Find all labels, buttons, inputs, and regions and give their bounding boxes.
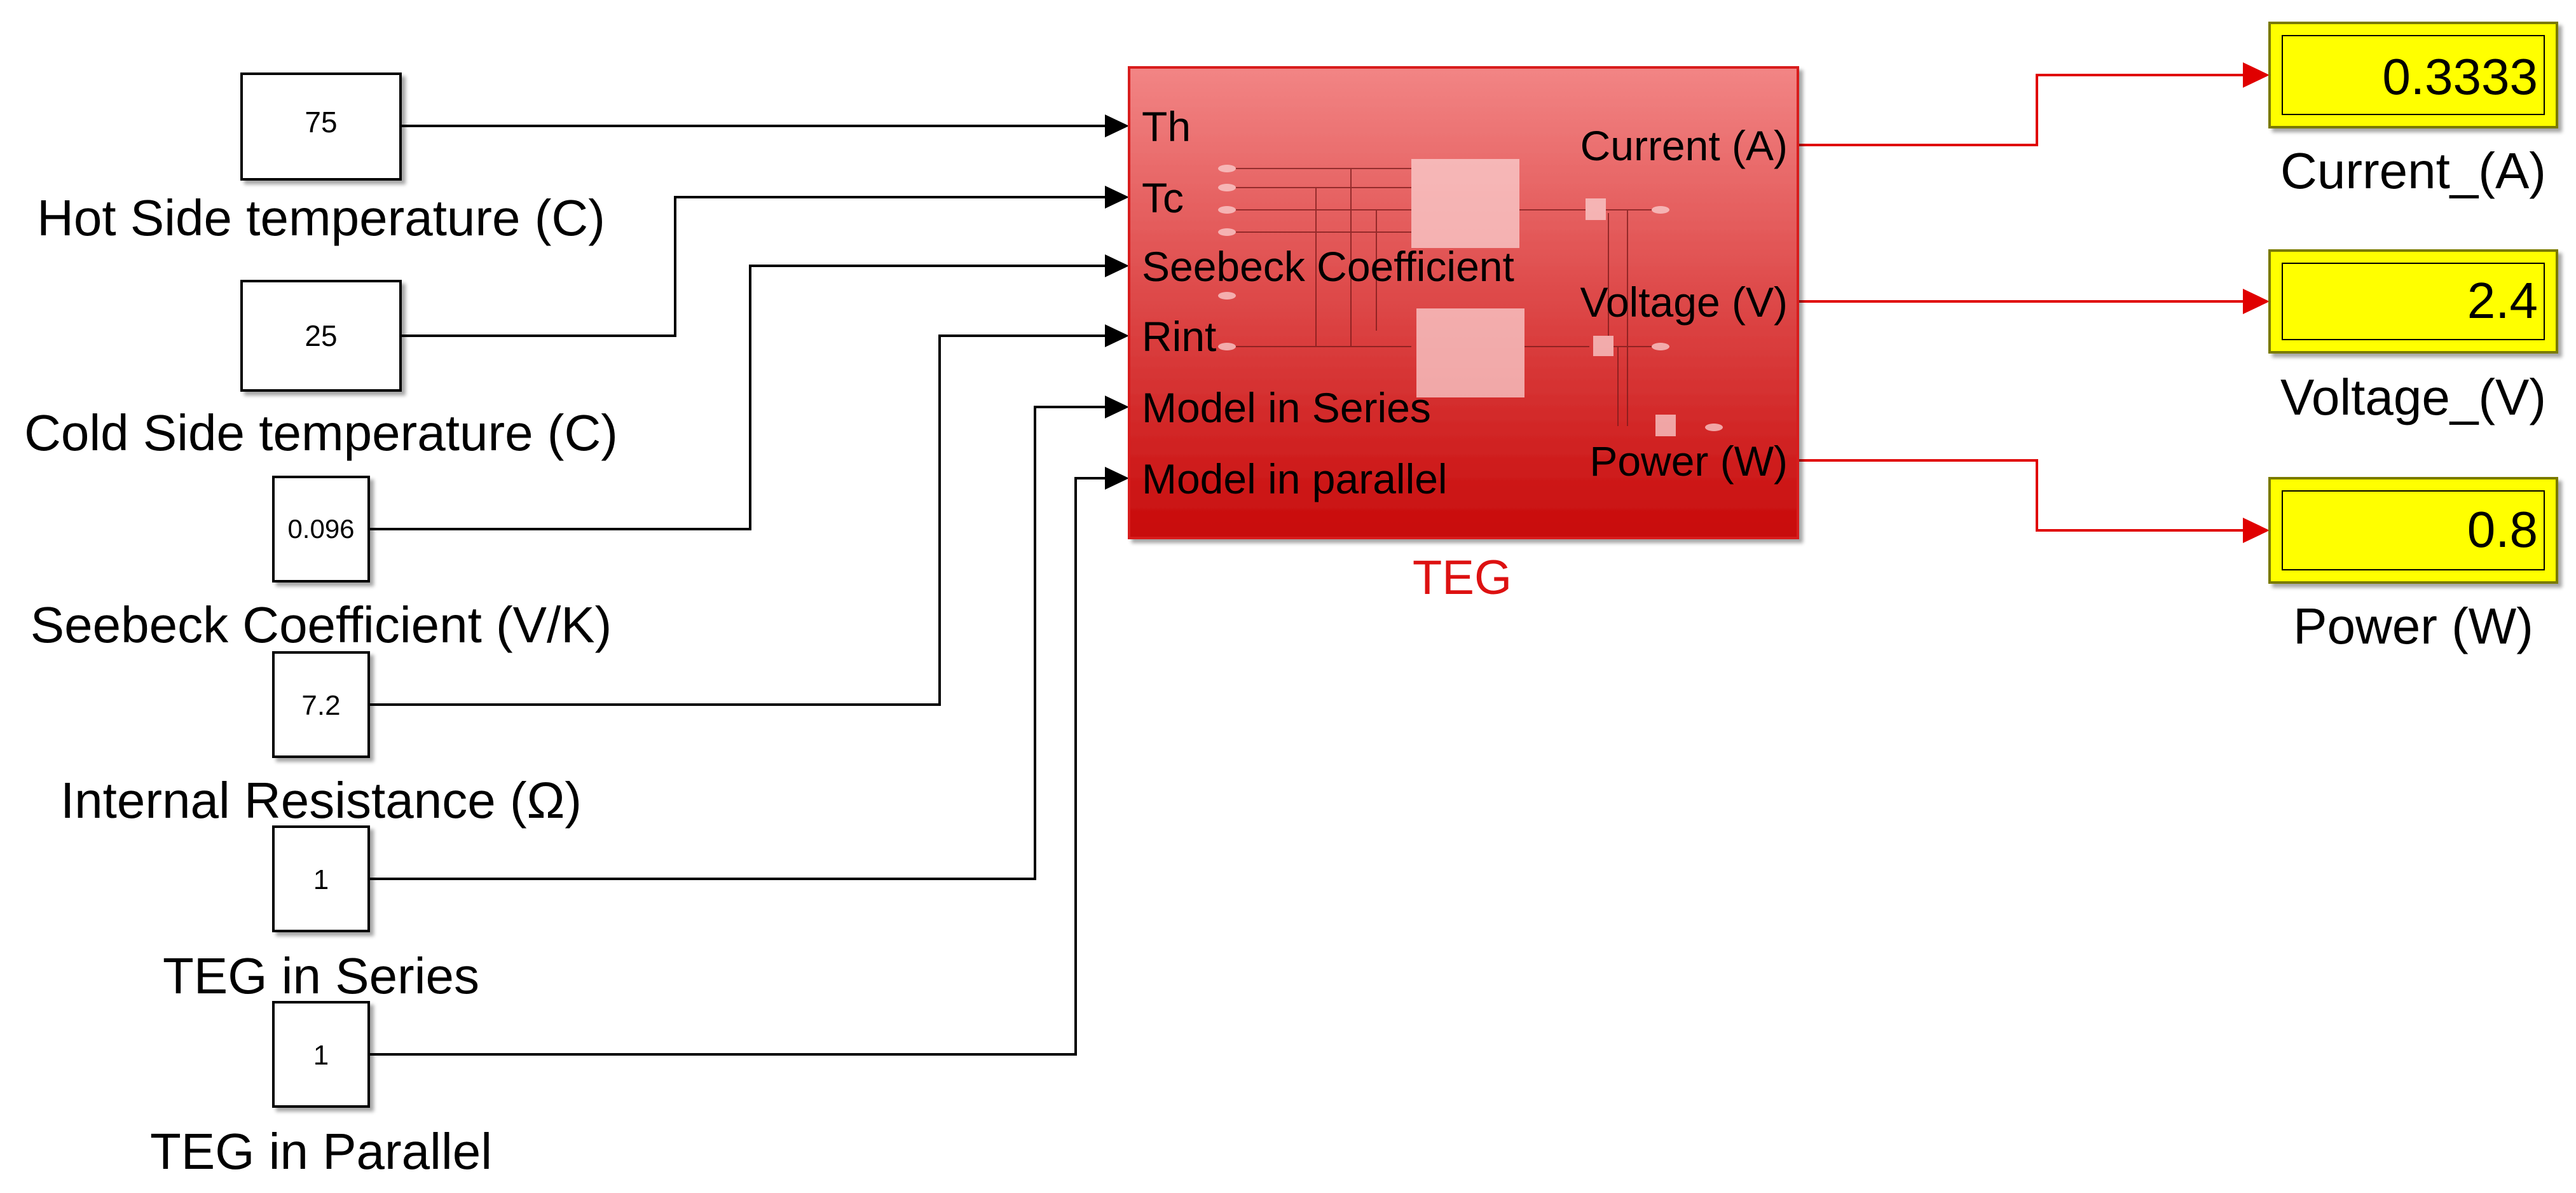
teg-subsystem-block[interactable]: Th Tc Seebeck Coefficient Rint Model in … [1128, 66, 1799, 539]
display-block-current[interactable]: 0.3333 [2268, 22, 2558, 128]
preview-port [1218, 165, 1236, 172]
preview-port [1218, 292, 1236, 300]
teg-block-name: TEG [1413, 551, 1512, 605]
constant-label: Internal Resistance (Ω) [60, 772, 582, 829]
teg-output-port-labels: Current (A) Voltage (V) Power (W) [1580, 122, 1788, 485]
port-label-th: Th [1142, 103, 1191, 150]
input-arrowheads [1105, 114, 1129, 490]
wire-parallel-to-teg[interactable] [369, 477, 1125, 1056]
display-value: 0.3333 [2382, 48, 2538, 105]
port-label-rint: Rint [1142, 313, 1216, 360]
preview-port [1218, 206, 1236, 214]
arrowhead [2243, 62, 2270, 88]
constant-label: Seebeck Coefficient (V/K) [31, 596, 612, 653]
display-label: Power (W) [2293, 598, 2533, 654]
arrowhead [1105, 254, 1129, 277]
output-arrowheads [2243, 62, 2270, 543]
display-value: 2.4 [2467, 272, 2538, 329]
arrowhead [2243, 518, 2270, 543]
preview-block [1586, 198, 1606, 220]
preview-block [1416, 308, 1524, 397]
preview-port [1652, 343, 1669, 350]
port-label-voltage: Voltage (V) [1580, 279, 1788, 326]
port-label-current: Current (A) [1580, 122, 1788, 169]
display-block-power[interactable]: 0.8 [2268, 477, 2558, 584]
port-label-power: Power (W) [1589, 438, 1788, 485]
preview-block [1593, 336, 1613, 356]
constant-value: 0.096 [287, 514, 354, 544]
port-label-model-series: Model in Series [1142, 384, 1431, 431]
constant-value: 1 [313, 1040, 329, 1071]
preview-port [1218, 343, 1236, 350]
preview-block [1655, 415, 1676, 436]
output-wires [1799, 74, 2256, 532]
constant-block-series[interactable]: 1 [272, 825, 370, 932]
constant-value: 1 [313, 864, 329, 895]
wire-power-to-display[interactable] [1799, 459, 2256, 532]
constant-block-rint[interactable]: 7.2 [272, 651, 370, 758]
arrowhead [1105, 396, 1129, 418]
subsystem-preview [1218, 159, 1723, 436]
constant-value: 25 [305, 319, 337, 352]
wire-series-to-teg[interactable] [369, 406, 1125, 880]
constant-block-hot-side[interactable]: 75 [240, 72, 402, 181]
display-label: Current_(A) [2280, 142, 2546, 199]
constant-block-cold-side[interactable]: 25 [240, 280, 402, 392]
display-label: Voltage_(V) [2280, 369, 2546, 425]
wire-seebeck-to-teg[interactable] [369, 265, 1125, 530]
constant-label: TEG in Parallel [150, 1123, 492, 1180]
preview-port [1652, 206, 1669, 214]
constant-block-parallel[interactable]: 1 [272, 1001, 370, 1108]
preview-port [1705, 424, 1723, 431]
input-wires [369, 125, 1125, 1056]
teg-input-port-labels: Th Tc Seebeck Coefficient Rint Model in … [1142, 103, 1514, 502]
arrowhead [2243, 289, 2270, 314]
constant-value: 7.2 [301, 690, 340, 721]
constant-label: Hot Side temperature (C) [37, 190, 605, 246]
wire-cold-side-to-tc[interactable] [401, 196, 1125, 337]
constant-value: 75 [305, 106, 337, 139]
port-label-model-parallel: Model in parallel [1142, 455, 1448, 502]
constant-label: TEG in Series [163, 948, 479, 1004]
constant-label: Cold Side temperature (C) [24, 404, 618, 461]
port-label-tc: Tc [1142, 174, 1184, 221]
constant-block-seebeck[interactable]: 0.096 [272, 476, 370, 583]
arrowhead [1105, 467, 1129, 490]
arrowhead [1105, 114, 1129, 137]
port-label-seebeck: Seebeck Coefficient [1142, 243, 1514, 290]
wire-rint-to-teg[interactable] [369, 334, 1125, 706]
display-block-voltage[interactable]: 2.4 [2268, 249, 2558, 354]
display-value: 0.8 [2467, 501, 2538, 558]
arrowhead [1105, 324, 1129, 347]
preview-port [1218, 228, 1236, 236]
preview-block [1411, 159, 1519, 248]
wire-current-to-display[interactable] [1799, 74, 2256, 146]
preview-port [1218, 184, 1236, 191]
arrowhead [1105, 186, 1129, 209]
